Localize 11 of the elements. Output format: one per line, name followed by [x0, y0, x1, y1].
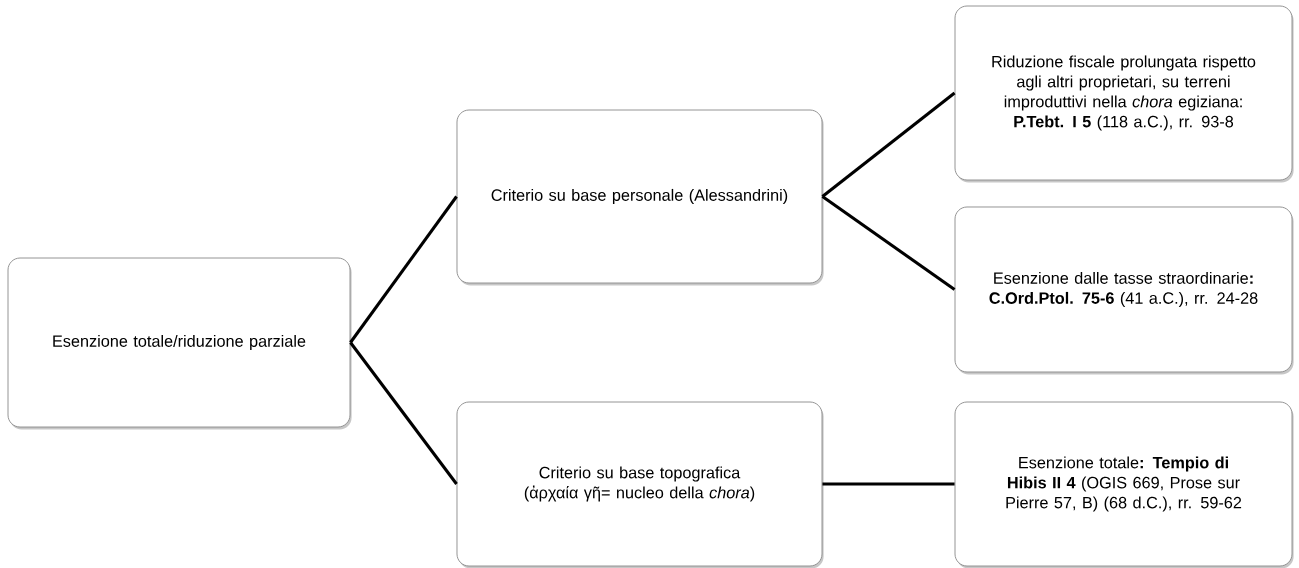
connector-line [821, 195, 956, 291]
text-box: Criterio su base topografica (ἀρχαία γῆ= nucleo della chora) [456, 401, 824, 568]
text-box: Esenzione totale: Tempio di Hibis II 4 (OGIS 669, Prose sur Pierre 57, B) (68 d.C.), rr. 59-62 [954, 401, 1294, 568]
connector-line [822, 482, 955, 486]
connector-line [349, 341, 458, 485]
text-box: Criterio su base personale (Alessandrini) [456, 109, 824, 286]
text-box: Esenzione dalle tasse straordinarie: C.Ord.Ptol. 75-6 (41 a.C.), rr. 24-28 [954, 206, 1294, 375]
connector-line [349, 195, 458, 344]
text-box: Riduzione fiscale prolungata rispetto agli altri proprietari, su terreni improduttivi nella chora egiziana: P.Tebt. I 5 (118 a.C.), rr. 93-8 [954, 5, 1294, 183]
connector-line [821, 91, 956, 198]
text-box: Esenzione totale/riduzione parziale [7, 257, 352, 430]
